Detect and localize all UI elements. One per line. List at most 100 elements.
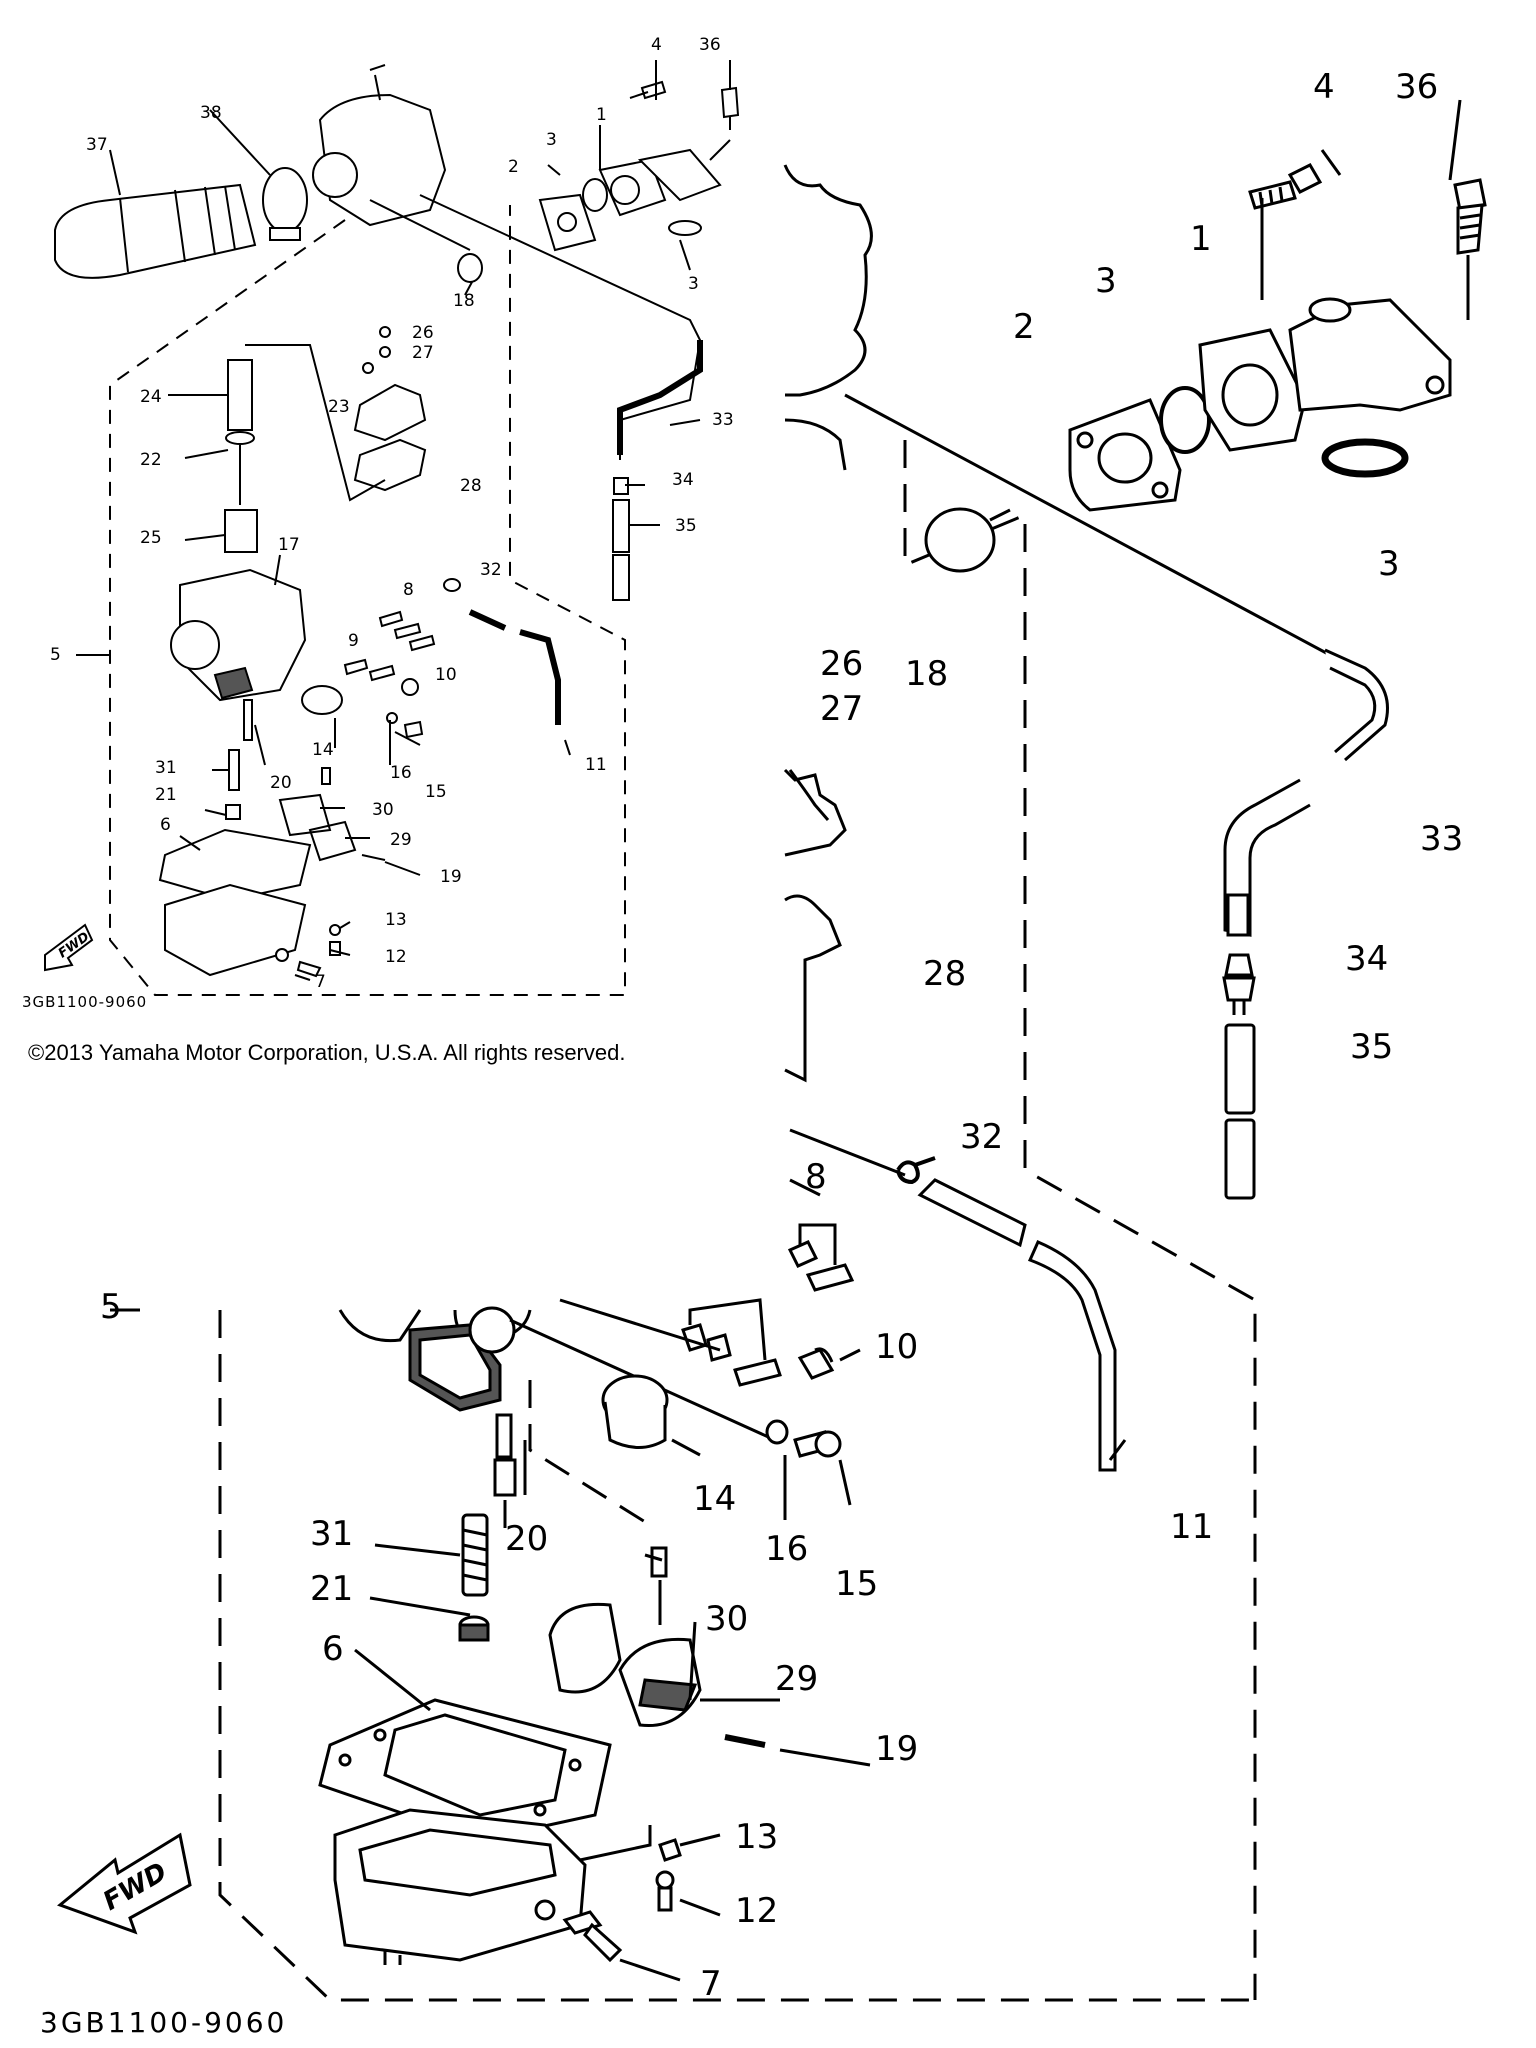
o-ring-large (1159, 386, 1211, 454)
pilot-jet (461, 1513, 489, 1597)
diaphragm-gasket (353, 438, 427, 492)
spring-seat (225, 431, 255, 445)
copyright-notice: ©2013 Yamaha Motor Corporation, U.S.A. A… (28, 1040, 626, 1065)
seal-disc (457, 253, 483, 283)
callout-2: 2 (508, 157, 519, 177)
callout-9: 9 (348, 631, 359, 651)
manifold-large (1198, 297, 1452, 452)
engine-edge (783, 164, 873, 397)
o-ring-lower-large (1321, 438, 1409, 478)
o-ring-lower (668, 220, 702, 236)
callout-14-large: 14 (693, 1479, 736, 1519)
callout-2-large: 2 (1013, 307, 1035, 347)
drain-screw (655, 1870, 675, 1912)
callout-29: 29 (390, 830, 412, 850)
air-screw (562, 1910, 623, 1963)
fwd-arrow-small: FWD (44, 923, 94, 972)
callout-7-large: 7 (700, 1964, 722, 2004)
pipe-hose-large (1224, 1023, 1256, 1115)
float-bowl-large (333, 1808, 587, 1965)
callout-17: 17 (278, 535, 300, 555)
callout-1-large: 1 (1190, 219, 1212, 259)
pipe-hose (612, 499, 630, 553)
callout-36: 36 (699, 35, 721, 55)
callout-10: 10 (435, 665, 457, 685)
manifold-detail (783, 99, 1487, 2000)
callout-21-large: 21 (310, 1569, 353, 1609)
callout-11-large: 11 (1170, 1507, 1213, 1547)
callout-33: 33 (712, 410, 734, 430)
seal-disc-large (924, 507, 996, 573)
bolt-36 (720, 86, 740, 119)
overflow-hose-large (917, 1178, 1117, 1472)
washer (765, 1419, 789, 1445)
throttle-valve (224, 509, 258, 553)
carburetor-main-body (170, 568, 307, 702)
carb-body-cropped (338, 1306, 532, 1412)
plug (797, 1347, 835, 1380)
float (278, 793, 357, 862)
main-jet (493, 1380, 651, 1540)
callout-15-large: 15 (835, 1564, 878, 1604)
callout-8: 8 (403, 580, 414, 600)
callouts-large: 4 36 1 3 2 3 18 26 27 33 28 34 35 32 8 5… (40, 67, 1463, 2039)
callout-4-large: 4 (1313, 67, 1335, 107)
callout-25: 25 (140, 528, 162, 548)
cap (301, 685, 343, 715)
callout-31-large: 31 (310, 1514, 353, 1554)
callout-34-large: 34 (1345, 939, 1388, 979)
bolt (629, 80, 667, 100)
callout-32: 32 (480, 560, 502, 580)
callout-34: 34 (672, 470, 694, 490)
callout-31: 31 (155, 758, 177, 778)
overview-diagram: FWD (44, 60, 740, 996)
callout-3a-large: 3 (1095, 261, 1117, 301)
callout-16: 16 (390, 763, 412, 783)
callout-20-large: 20 (505, 1519, 548, 1559)
intake-boot (54, 183, 257, 279)
fwd-arrow-large: FWD (57, 1832, 192, 1935)
callout-16-large: 16 (765, 1529, 808, 1569)
callout-23: 23 (328, 397, 350, 417)
ref-code-large: 3GB1100-9060 (40, 2006, 287, 2039)
hose-clamp (262, 167, 308, 241)
o-ring (582, 178, 608, 212)
callout-27: 27 (412, 343, 434, 363)
cap-large (601, 1374, 669, 1449)
callout-19-large: 19 (875, 1729, 918, 1769)
float-large (548, 1602, 702, 1728)
callout-24: 24 (140, 387, 162, 407)
callout-35: 35 (675, 516, 697, 536)
callout-33-large: 33 (1420, 819, 1463, 859)
intake-manifold (598, 148, 722, 217)
callout-12-large: 12 (735, 1891, 778, 1931)
callout-38: 38 (200, 103, 222, 123)
callout-30: 30 (372, 800, 394, 820)
callout-13: 13 (385, 910, 407, 930)
air-vent-pipe-large (1223, 648, 1389, 937)
callout-30-large: 30 (705, 1599, 748, 1639)
callout-32-large: 32 (960, 1117, 1003, 1157)
hose-clip (896, 1156, 936, 1185)
callouts-small: 4 36 1 3 2 3 38 37 18 26 27 23 24 33 22 … (22, 35, 734, 1011)
callout-6-large: 6 (322, 1629, 344, 1669)
screws-8 (787, 1223, 855, 1292)
jet-plug (458, 1615, 490, 1642)
callout-29-large: 29 (775, 1659, 818, 1699)
callout-21: 21 (155, 785, 177, 805)
callout-3b: 3 (688, 274, 699, 294)
screw-seal (658, 1838, 682, 1862)
overflow-hose (468, 609, 561, 725)
callout-13-large: 13 (735, 1817, 778, 1857)
callout-12: 12 (385, 947, 407, 967)
callout-22: 22 (140, 450, 162, 470)
float-pin (724, 1734, 766, 1748)
callout-3a: 3 (546, 130, 557, 150)
diaphragm-gasket-large (784, 894, 842, 1083)
callout-10-large: 10 (875, 1327, 918, 1367)
callout-36-large: 36 (1395, 67, 1438, 107)
callout-5-large: 5 (100, 1287, 122, 1327)
diaphragm-cover (353, 383, 427, 442)
lower-boundary (218, 1310, 1255, 2002)
